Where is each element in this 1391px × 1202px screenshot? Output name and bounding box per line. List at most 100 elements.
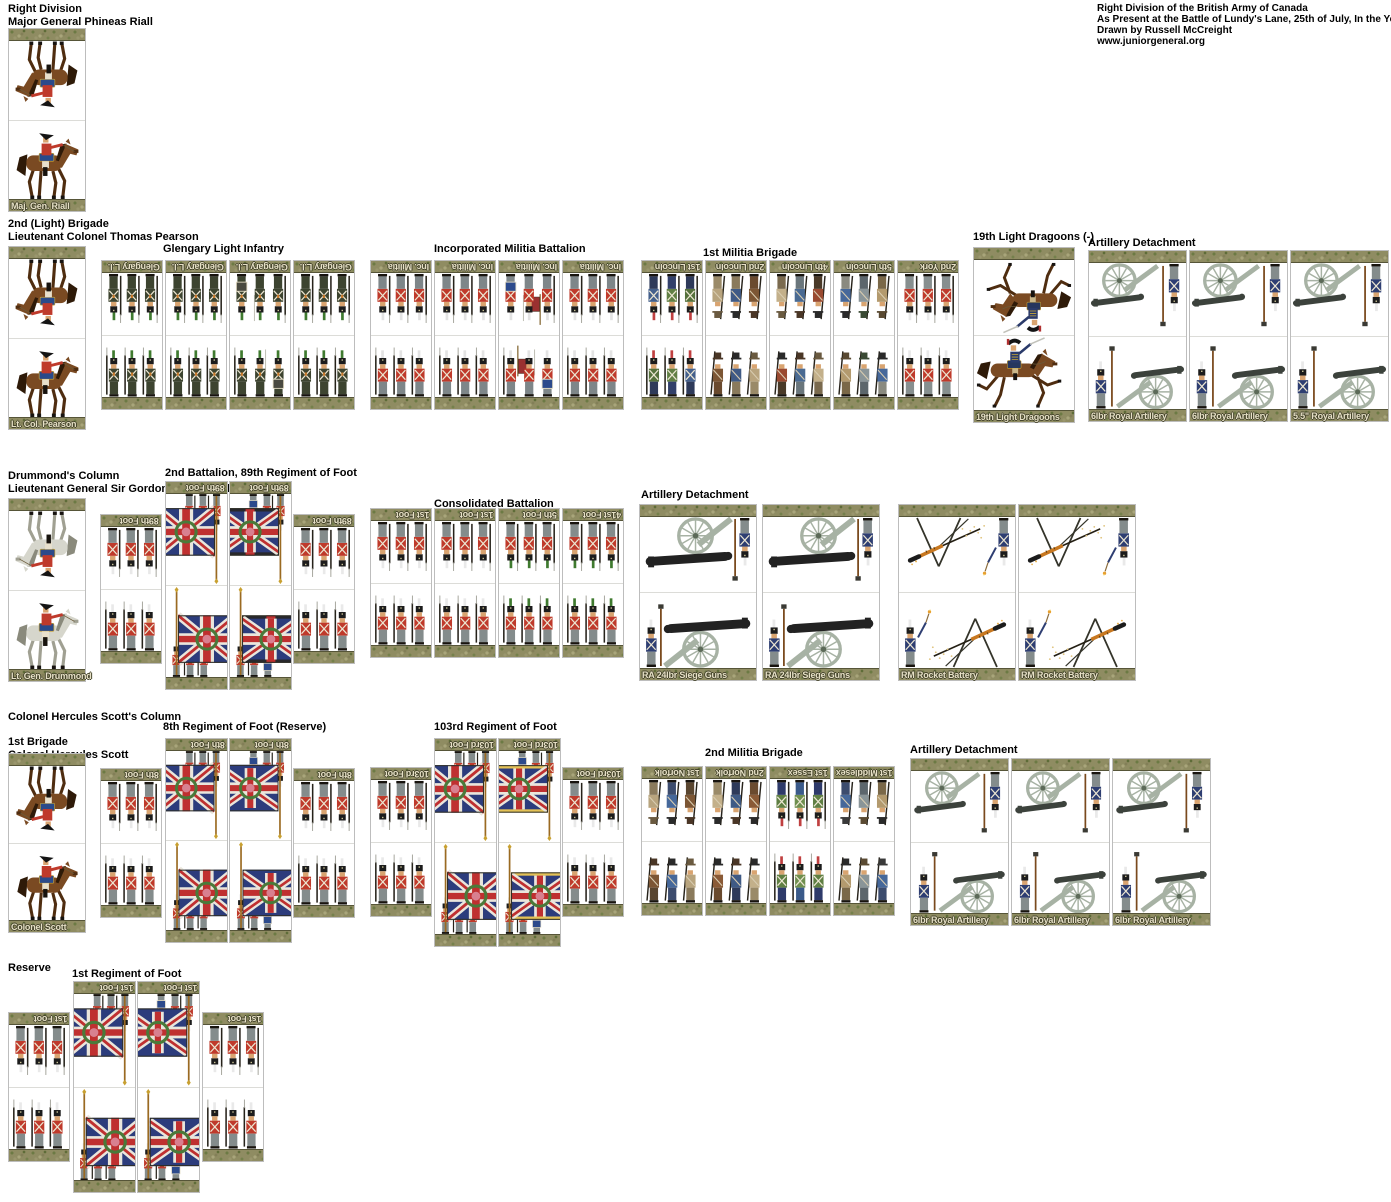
card-back [834,273,894,336]
card-103rd-foot: 103rd Foot [370,767,432,917]
card-front [770,336,830,398]
card-label: 8th Foot [318,770,352,780]
card-band-top: 2nd York [898,261,958,273]
section-heading-1st-brigade: 1st Brigade [8,736,68,748]
card-89th-foot: 89th Foot [165,481,228,690]
card-band-top [640,505,756,517]
group-heading-1st-regiment-of-foot: 1st Regiment of Foot [72,968,182,980]
card-lt-col-pearson: Lt. Col. Pearson [8,246,86,430]
card-band-bottom: RM Rocket Battery [1019,668,1135,680]
card-band-top: Inc. Militia [563,261,623,273]
card-8th-foot: 8th Foot [293,768,355,918]
section-heading-colonel-hercules-scott-s-column: Colonel Hercules Scott's Column [8,711,182,723]
card-back [230,273,290,336]
card-band-top [1089,251,1186,263]
card-5th-lincoln: 5th Lincoln [833,260,895,410]
card-front [203,1088,263,1150]
card-band-top [1291,251,1388,263]
figure-front [706,336,766,398]
section-heading-2nd-light-brigade: 2nd (Light) Brigade [8,218,109,230]
card-back [101,781,161,844]
card-label: RA 24lbr Siege Guns [765,670,850,680]
card-label: 1st Foot [99,983,133,993]
card-label: 8th Foot [255,740,289,750]
card-front [763,593,879,668]
card-back [642,779,702,842]
card-band-bottom [563,904,623,916]
card-band-bottom [294,905,354,917]
card-band-top: 1st Foot [203,1013,263,1025]
card-back [101,527,161,590]
figure-back [9,1025,69,1087]
figure-back [834,779,894,841]
card-glengary-l-i: Glengary L.I. [229,260,291,410]
figure-front [974,336,1074,411]
group-heading-incorporated-militia-battalion: Incorporated Militia Battalion [434,243,586,255]
card-label: Inc. Militia [515,262,557,272]
group-heading-2nd-militia-brigade: 2nd Militia Brigade [705,747,803,759]
figure-back [74,994,135,1087]
card-band-top: 1st Norfolk [642,767,702,779]
figure-back [640,517,756,592]
card-label: 6lbr Royal Artillery [1091,411,1167,421]
title-line-3: Drawn by Russell McCreight [1097,25,1233,36]
card-front [563,584,623,646]
card-band-bottom [435,397,495,409]
card-band-top: 1st Foot [138,982,199,994]
figure-back [834,273,894,335]
card-1st-foot: 1st Foot [434,508,496,658]
card-front [371,843,431,905]
card-front [294,590,354,652]
card-band-top: 5th Foot [499,509,559,521]
card-2nd-norfolk: 2nd Norfolk [705,766,767,916]
card-band-bottom [166,677,227,689]
figure-back [898,273,958,335]
figure-front [1190,337,1287,410]
card-band-bottom [371,904,431,916]
figure-front [706,842,766,904]
card-band-top: 89th Foot [230,482,291,494]
group-heading-1st-militia-brigade: 1st Militia Brigade [703,247,798,259]
card-label: Glengary L.I. [172,262,224,272]
card-lt-gen-drummond: Lt. Gen. Drummond [8,498,92,682]
figure-back [294,527,354,589]
card-band-top: 1st Middlesex [834,767,894,779]
figure-front [9,1088,69,1150]
card-back [371,273,431,336]
card-front [1012,843,1109,914]
card-ra-24lbr-siege-guns: RA 24lbr Siege Guns [762,504,880,681]
card-band-top: Glengary L.I. [166,261,226,273]
card-band-top: 1st Foot [435,509,495,521]
card-back [1291,263,1388,337]
figure-front [101,590,161,652]
group-heading-glengary-light-infantry: Glengary Light Infantry [163,243,285,255]
card-back [9,259,85,339]
card-back [1089,263,1186,337]
card-label: Glengary L.I. [300,262,352,272]
figure-front [9,121,85,200]
figure-front [1291,337,1388,410]
card-band-top: Inc. Militia [371,261,431,273]
figure-front [911,843,1008,914]
card-band-bottom [203,1149,263,1161]
card-front [1113,843,1210,914]
figure-back [770,273,830,335]
figure-front [166,841,227,930]
group-heading-artillery-detachment: Artillery Detachment [641,489,749,501]
figure-front [166,586,227,677]
card-front [1190,337,1287,410]
figure-back [166,751,227,840]
card-band-top: 89th Foot [101,515,161,527]
figure-back [1113,771,1210,842]
card-label: 89th Foot [313,516,352,526]
card-1st-foot: 1st Foot [202,1012,264,1162]
card-band-bottom [102,397,162,409]
card-band-bottom: Lt. Gen. Drummond [9,669,92,681]
card-band-top [1019,505,1135,517]
card-103rd-foot: 103rd Foot [562,767,624,917]
card-band-top: 103rd Foot [371,768,431,780]
figure-back [9,766,85,843]
figure-front [230,586,291,677]
card-back [371,780,431,843]
card-band-bottom [499,934,560,946]
